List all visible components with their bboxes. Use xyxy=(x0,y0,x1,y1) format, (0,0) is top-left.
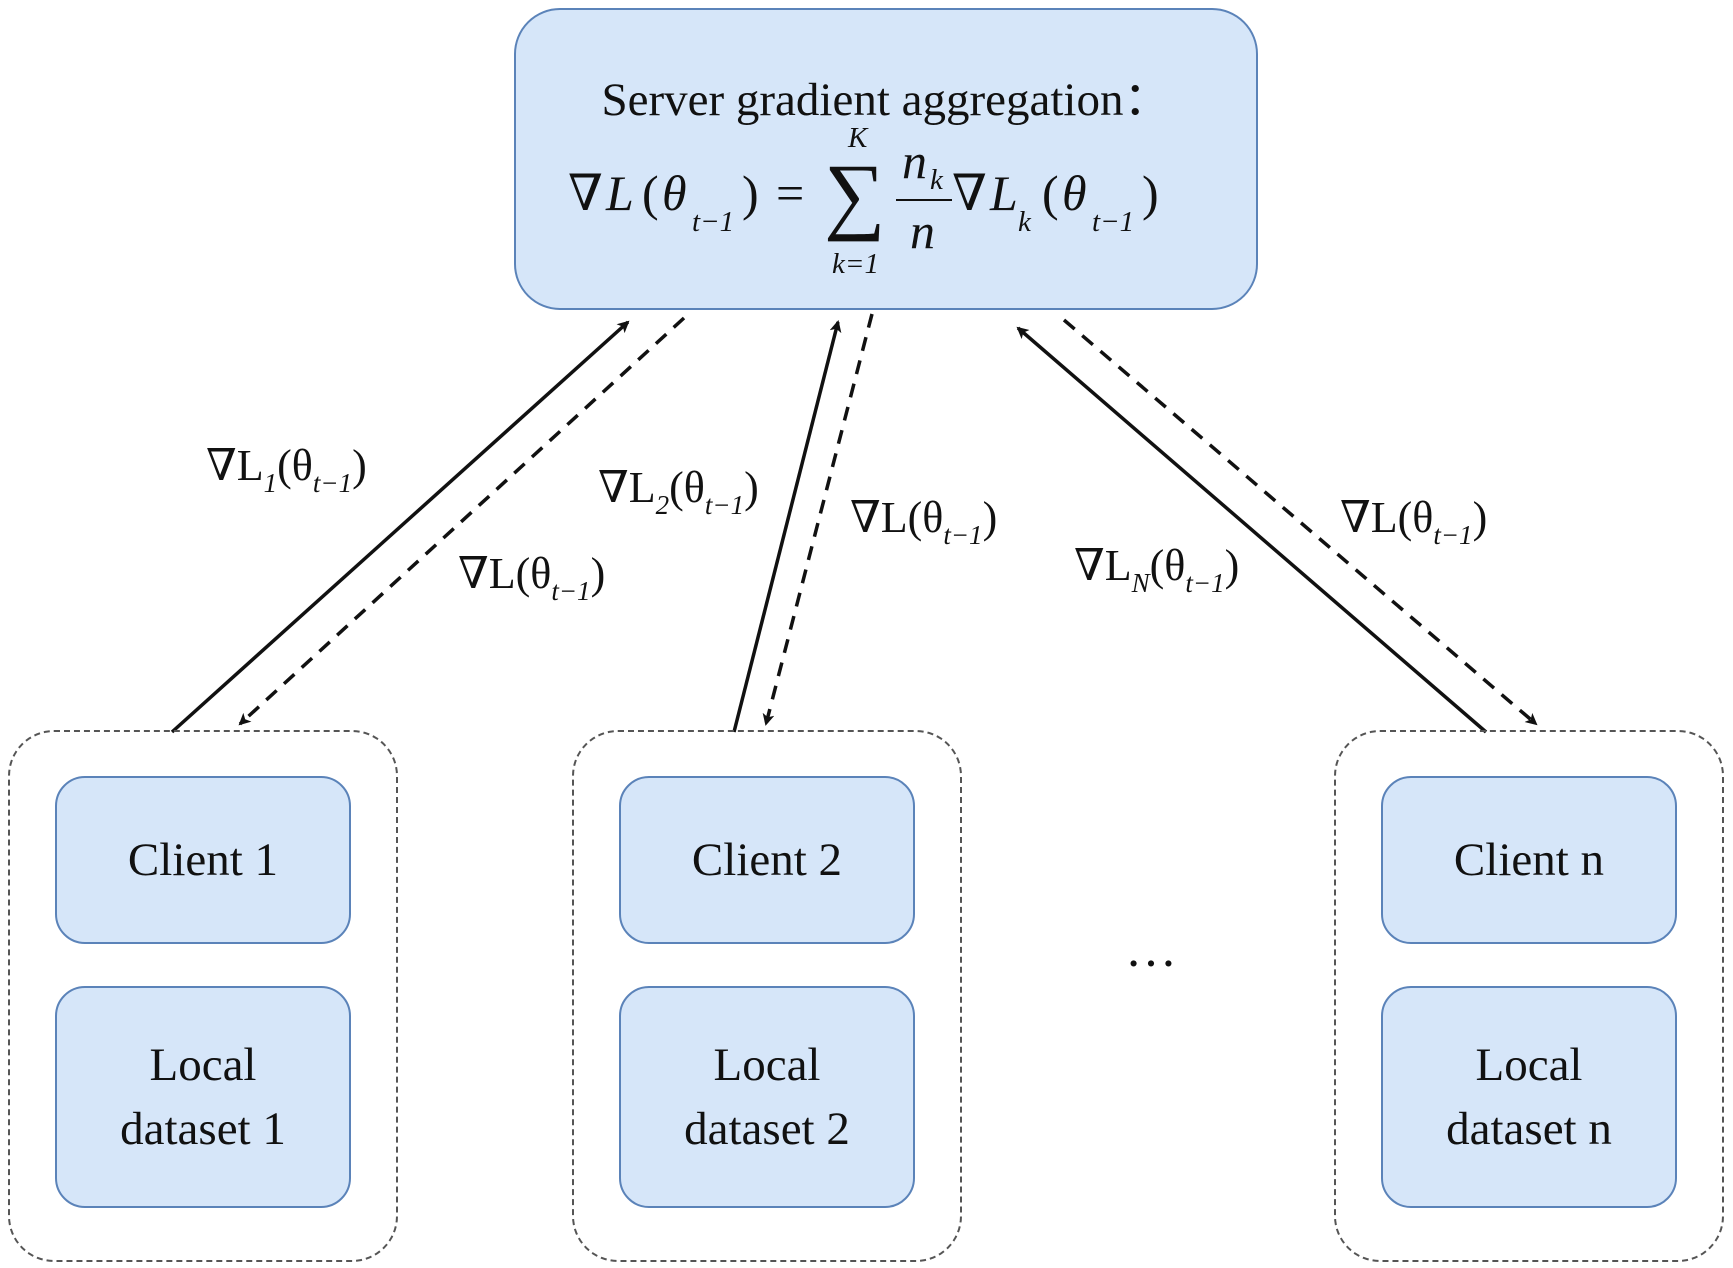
formula-theta: θ xyxy=(662,165,687,221)
formula-theta-sub-2: t−1 xyxy=(1092,206,1135,238)
dataset-box-1: Local dataset 1 xyxy=(55,986,351,1208)
formula-sum-lower: k=1 xyxy=(832,248,879,280)
ellipsis: … xyxy=(1125,921,1177,978)
formula-open-paren: ( xyxy=(642,165,659,221)
dataset-line2: dataset 2 xyxy=(684,1103,850,1155)
edge-label-client2-down: ∇L(θt−1) xyxy=(850,493,998,550)
formula-close-paren: ) xyxy=(742,165,759,221)
formula-equals: = xyxy=(776,165,805,221)
edge-label-clientn-up: ∇LN(θt−1) xyxy=(1074,541,1240,598)
dataset-line1: Local xyxy=(1475,1039,1583,1091)
client-box-n: Client n xyxy=(1381,776,1677,944)
formula-theta-2: θ xyxy=(1062,165,1087,221)
client-label: Client n xyxy=(1453,834,1605,886)
formula-L: L xyxy=(606,165,634,221)
formula-fraction-bar xyxy=(896,199,952,201)
arrow-client1-up xyxy=(170,320,630,734)
arrow-clientn-down xyxy=(1062,318,1538,726)
formula-sum-upper: K xyxy=(848,122,868,154)
dataset-line1: Local xyxy=(149,1039,257,1091)
arrow-client2-up xyxy=(732,320,842,733)
client-group-2: Client 2 Local dataset 2 xyxy=(572,730,962,1262)
formula-open-paren-2: ( xyxy=(1042,165,1059,221)
formula-L-2: L xyxy=(990,165,1018,221)
formula-nabla: ∇ xyxy=(568,165,603,221)
edge-label-client2-up: ∇L2(θt−1) xyxy=(598,463,759,520)
arrow-clientn-up xyxy=(1016,326,1488,734)
server-title: Server gradient aggregation： xyxy=(601,74,1171,126)
dataset-line1: Local xyxy=(713,1039,821,1091)
dataset-box-n: Local dataset n xyxy=(1381,986,1677,1208)
dataset-box-2: Local dataset 2 xyxy=(619,986,915,1208)
formula-denominator: n xyxy=(910,203,935,259)
formula-theta-sub: t−1 xyxy=(692,206,735,238)
server-box: Server gradient aggregation： xyxy=(514,8,1258,310)
formula-numerator: n xyxy=(902,133,927,189)
edge-label-client1-down: ∇L(θt−1) xyxy=(458,549,606,606)
formula-sigma: ∑ xyxy=(824,146,886,242)
client-box-2: Client 2 xyxy=(619,776,915,944)
arrow-client1-down xyxy=(238,316,686,726)
dataset-line2: dataset n xyxy=(1446,1103,1612,1155)
client-box-1: Client 1 xyxy=(55,776,351,944)
edge-label-client1-up: ∇L1(θt−1) xyxy=(206,441,367,498)
client-group-n: Client n Local dataset n xyxy=(1334,730,1724,1262)
formula-close-paren-2: ) xyxy=(1142,165,1159,221)
client-group-1: Client 1 Local dataset 1 xyxy=(8,730,398,1262)
formula-numerator-sub: k xyxy=(930,164,943,196)
client-label: Client 1 xyxy=(127,834,279,886)
formula-L-sub: k xyxy=(1018,206,1031,238)
client-label: Client 2 xyxy=(691,834,843,886)
edge-label-clientn-down: ∇L(θt−1) xyxy=(1340,493,1488,550)
dataset-line2: dataset 1 xyxy=(120,1103,286,1155)
formula-nabla-2: ∇ xyxy=(952,165,987,221)
